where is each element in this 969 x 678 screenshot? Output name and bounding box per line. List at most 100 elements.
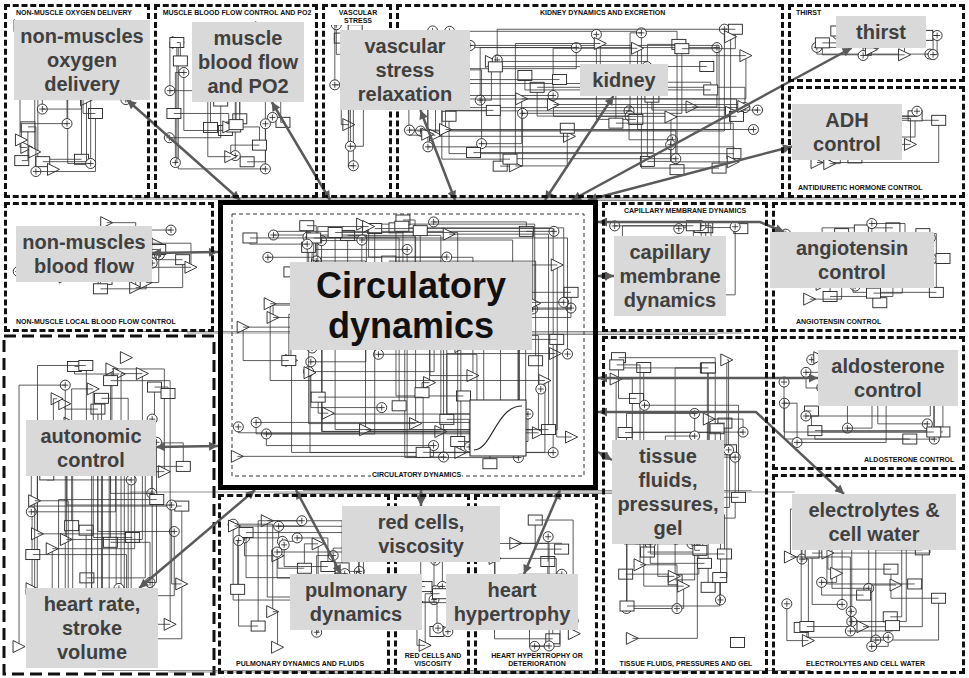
callout-box: heart hypertrophy [446,574,578,630]
panel-heading: NON-MUSCLE OXYGEN DELIVERY [15,9,133,17]
panel-heading: MUSCLE BLOOD FLOW CONTROL AND PO2 [159,9,315,17]
function-block [231,584,245,594]
callout-text: pulmonary dynamics [294,578,418,626]
junction-sign [545,534,551,540]
signal-wire [450,31,677,169]
gain-block [304,367,316,379]
callout-box: thirst [836,16,926,48]
function-block [415,388,429,398]
signal-wire [500,113,522,166]
signal-wire [515,128,567,166]
signal-wire [38,534,133,538]
function-block [936,254,950,264]
signal-wire [239,540,259,626]
function-block [560,123,574,133]
summing-junction [433,623,443,633]
signal-wire [233,524,273,612]
function-curve-box [470,400,526,456]
callout-box: muscle blood flow and PO2 [192,22,304,102]
junction-sign [565,351,571,357]
junction-sign [848,608,854,614]
gain-block [831,567,843,579]
double-arrow [156,445,218,448]
callout-box: electrolytes & cell water [792,494,956,550]
callout-box: non-muscles blood flow [16,226,152,282]
function-block [885,621,899,631]
junction-sign [676,226,682,232]
callout-box: red cells, viscosity [342,506,500,562]
signal-wire [37,531,174,595]
signal-wire [235,521,302,526]
signal-wire [409,130,675,159]
signal-wire [65,385,91,605]
inner-boundary [232,214,584,476]
signal-wire [828,553,891,569]
signal-wire [811,411,942,432]
panel-heading: HEART HYPERTROPHY OR DETERIORATION [480,652,594,668]
function-block [395,221,409,231]
summing-junction [543,532,553,542]
double-arrow [420,490,423,506]
signal-wire [100,283,146,289]
signal-wire [35,501,69,594]
double-arrow [127,100,240,200]
subsystem-panel-outline [4,336,214,674]
double-arrow [296,490,341,574]
summing-junction [782,599,792,609]
central-subsystem-frame: CIRCULATORY DYNAMICSCirculatory dynamics [218,200,598,490]
callout-text: non-muscles oxygen delivery [18,24,146,96]
callout-text: kidney [584,68,664,92]
signal-wire [671,117,733,162]
junction-sign [435,625,441,631]
callout-text: muscle blood flow and PO2 [196,26,300,98]
junction-sign [262,121,268,127]
signal-wire [335,25,336,85]
signal-wire [369,227,447,258]
double-arrow [588,146,792,200]
callout-box: pulmonary dynamics [290,574,422,630]
signal-wire [21,124,67,140]
panel-heading: ANGIOTENSIN CONTROL [795,318,882,326]
gain-block [665,111,677,123]
junction-sign [781,379,787,385]
sigmoid-curve [474,406,522,450]
double-arrow [152,251,218,254]
double-arrow [598,377,818,380]
signal-wire [470,45,719,168]
callout-text: tissue fluids, pressures, gel [616,444,720,540]
signal-wire [121,374,142,601]
callout-box: vascular stress relaxation [340,30,470,110]
signal-wire [807,611,851,626]
callout-text: non-muscles blood flow [20,230,148,278]
signal-wire [522,56,746,99]
signal-wire [267,521,342,568]
function-block [483,459,497,469]
double-arrow [598,222,784,232]
double-arrow [598,452,612,460]
summing-junction [233,422,243,432]
junction-sign [674,606,680,612]
junction-sign [269,114,275,120]
junction-sign [235,424,241,430]
signal-wire [807,627,888,638]
signal-wire [557,339,572,437]
junction-sign [593,31,599,37]
function-block [701,582,715,592]
function-block [173,56,187,66]
double-arrow [524,490,560,574]
signal-wire [32,506,182,589]
callout-text: Circulatory dynamics [294,266,528,346]
gain-block [47,163,59,175]
signal-wire [446,110,494,129]
summing-junction [591,29,601,39]
signal-wire [169,101,220,138]
callout-text: thirst [840,20,922,44]
callout-text: aldosterone control [822,354,954,402]
function-block [488,62,502,72]
summing-junction [716,595,726,605]
callout-box: angiotensin control [770,232,934,288]
junction-sign [914,108,920,114]
signal-wire [237,446,433,457]
summing-junction [536,384,546,394]
signal-wire [243,327,289,360]
